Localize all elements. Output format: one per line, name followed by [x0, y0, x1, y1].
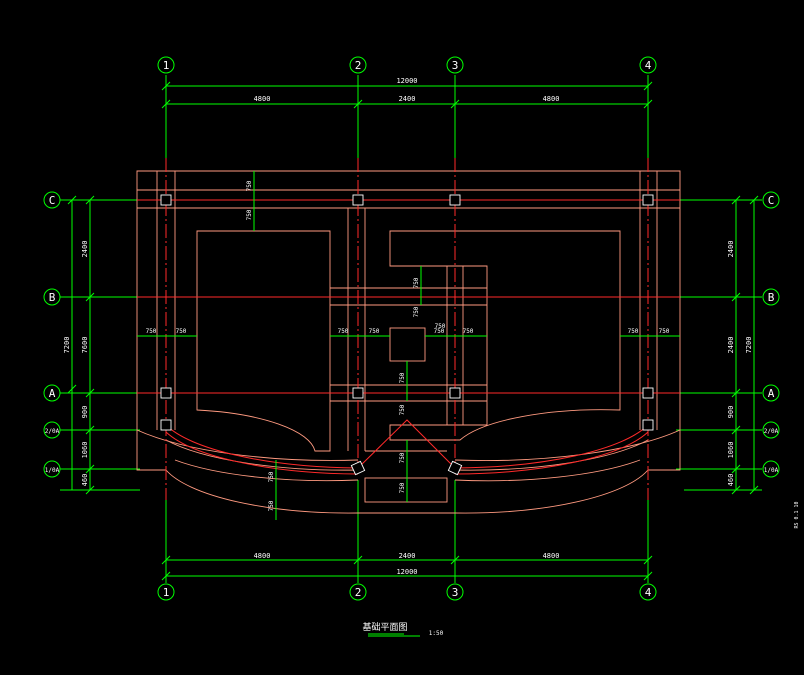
dimension-label: 2 — [355, 59, 362, 72]
dim-top-span-3: 4800 — [543, 95, 560, 103]
axis-bubble-C-right: C — [762, 191, 780, 209]
dimension-label: 1/0A — [764, 467, 779, 474]
column-axis-bubbles-top: 1 2 3 4 — [157, 56, 657, 74]
axis-bubble-3-bottom: 3 — [446, 583, 464, 601]
dimension-label: 4 — [645, 59, 652, 72]
dimension-label: 2/0A — [764, 428, 779, 435]
axis-bubble-1-bottom: 1 — [157, 583, 175, 601]
axis-bubble-2-0A-left: 2/0A — [43, 421, 61, 439]
dim-right-span-1: 2400 — [727, 241, 735, 258]
dim-top-total: 12000 — [396, 77, 417, 85]
axis-bubble-A-left: A — [43, 384, 61, 402]
axis-bubble-4-bottom: 4 — [639, 583, 657, 601]
dim-bottom-total: 12000 — [396, 568, 417, 576]
dim-left-span-1: 2400 — [81, 241, 89, 258]
axis-bubble-B-right: B — [762, 288, 780, 306]
dimension-label: 750 — [399, 372, 406, 383]
dim-right-span-4: 1060 — [727, 442, 735, 459]
dimensions-top: 12000 4800 2400 4800 — [161, 77, 653, 109]
dimension-label: 1 — [163, 59, 170, 72]
drawing-title: 基础平面图 — [362, 621, 407, 633]
side-note: RS 0.1 10 — [794, 501, 800, 528]
axis-bubble-4-top: 4 — [639, 56, 657, 74]
dim-left-inner-total: 7600 — [81, 337, 89, 354]
dimension-label: 750 — [463, 328, 474, 335]
dimension-label: 750 — [413, 306, 420, 317]
dimension-label: C — [49, 194, 56, 207]
dim-right-span-2: 2400 — [727, 337, 735, 354]
dimension-label: 3 — [452, 586, 459, 599]
row-axis-bubbles-right: C B A 2/0A 1/0A — [762, 191, 780, 478]
dim-bottom-span-3: 4800 — [543, 552, 560, 560]
dimension-label: A — [768, 387, 775, 400]
drawing-title-block: 基础平面图 1:50 — [362, 621, 443, 637]
dimension-label: 750 — [246, 180, 253, 191]
column-axis-bubbles-bottom: 1 2 3 4 — [157, 583, 657, 601]
footing-outlines — [136, 170, 681, 514]
dimensions-bottom: 4800 2400 4800 12000 — [161, 552, 653, 581]
columns — [160, 194, 654, 476]
dimension-label: 750 — [399, 404, 406, 415]
dimension-label: C — [768, 194, 775, 207]
dimension-label: 4 — [645, 586, 652, 599]
axis-bubble-1-0A-left: 1/0A — [43, 460, 61, 478]
dim-left-span-4: 1060 — [81, 442, 89, 459]
dimension-label: 1 — [163, 586, 170, 599]
dimension-label: 750 — [628, 328, 639, 335]
dimension-label: 750 — [659, 328, 670, 335]
dimension-label: 2/0A — [45, 428, 60, 435]
axis-bubble-1-0A-right: 1/0A — [762, 460, 780, 478]
dimension-label: 750 — [369, 328, 380, 335]
dimension-label: 2 — [355, 586, 362, 599]
dimension-label: 750 — [435, 323, 446, 330]
dimension-label: 750 — [268, 500, 275, 511]
dim-right-span-5: 460 — [727, 474, 735, 487]
axis-bubble-2-bottom: 2 — [349, 583, 367, 601]
dim-bottom-span-1: 4800 — [254, 552, 271, 560]
dim-left-total: 7200 — [63, 337, 71, 354]
axis-bubble-1-top: 1 — [157, 56, 175, 74]
axis-bubble-A-right: A — [762, 384, 780, 402]
dimension-label: 750 — [413, 277, 420, 288]
axis-bubble-2-top: 2 — [349, 56, 367, 74]
axis-bubble-C-left: C — [43, 191, 61, 209]
dim-left-span-5: 460 — [81, 474, 89, 487]
dim-right-total: 7200 — [745, 337, 753, 354]
dimension-label: B — [768, 291, 775, 304]
dimension-label: 750 — [338, 328, 349, 335]
dimension-label: 1/0A — [45, 467, 60, 474]
dim-top-span-1: 4800 — [254, 95, 271, 103]
dimension-label: 750 — [146, 328, 157, 335]
center-lines — [137, 158, 680, 500]
dim-bottom-span-2: 2400 — [399, 552, 416, 560]
dimension-label: 750 — [268, 471, 275, 482]
axis-bubble-3-top: 3 — [446, 56, 464, 74]
dimension-label: 3 — [452, 59, 459, 72]
dimension-label: 750 — [176, 328, 187, 335]
drawing-scale: 1:50 — [429, 630, 444, 637]
inner-dimensions: 750 750 750 750 750 750 750 750 750 750 … — [137, 171, 680, 520]
dimension-label: 750 — [399, 482, 406, 493]
dimensions-right: 2400 2400 900 1060 460 7200 — [684, 195, 762, 495]
dim-top-span-2: 2400 — [399, 95, 416, 103]
dim-right-span-3: 900 — [727, 406, 735, 419]
axis-bubble-B-left: B — [43, 288, 61, 306]
dimension-label: A — [49, 387, 56, 400]
dimension-label: 750 — [399, 452, 406, 463]
dimension-label: 750 — [434, 328, 445, 335]
dimensions-left: 7200 7600 2400 900 1060 460 — [60, 195, 140, 495]
dim-left-span-3: 900 — [81, 406, 89, 419]
dimension-label: 750 — [246, 209, 253, 220]
axis-bubble-2-0A-right: 2/0A — [762, 421, 780, 439]
dimension-label: B — [49, 291, 56, 304]
row-axis-bubbles-left: C B A 2/0A 1/0A — [43, 191, 61, 478]
